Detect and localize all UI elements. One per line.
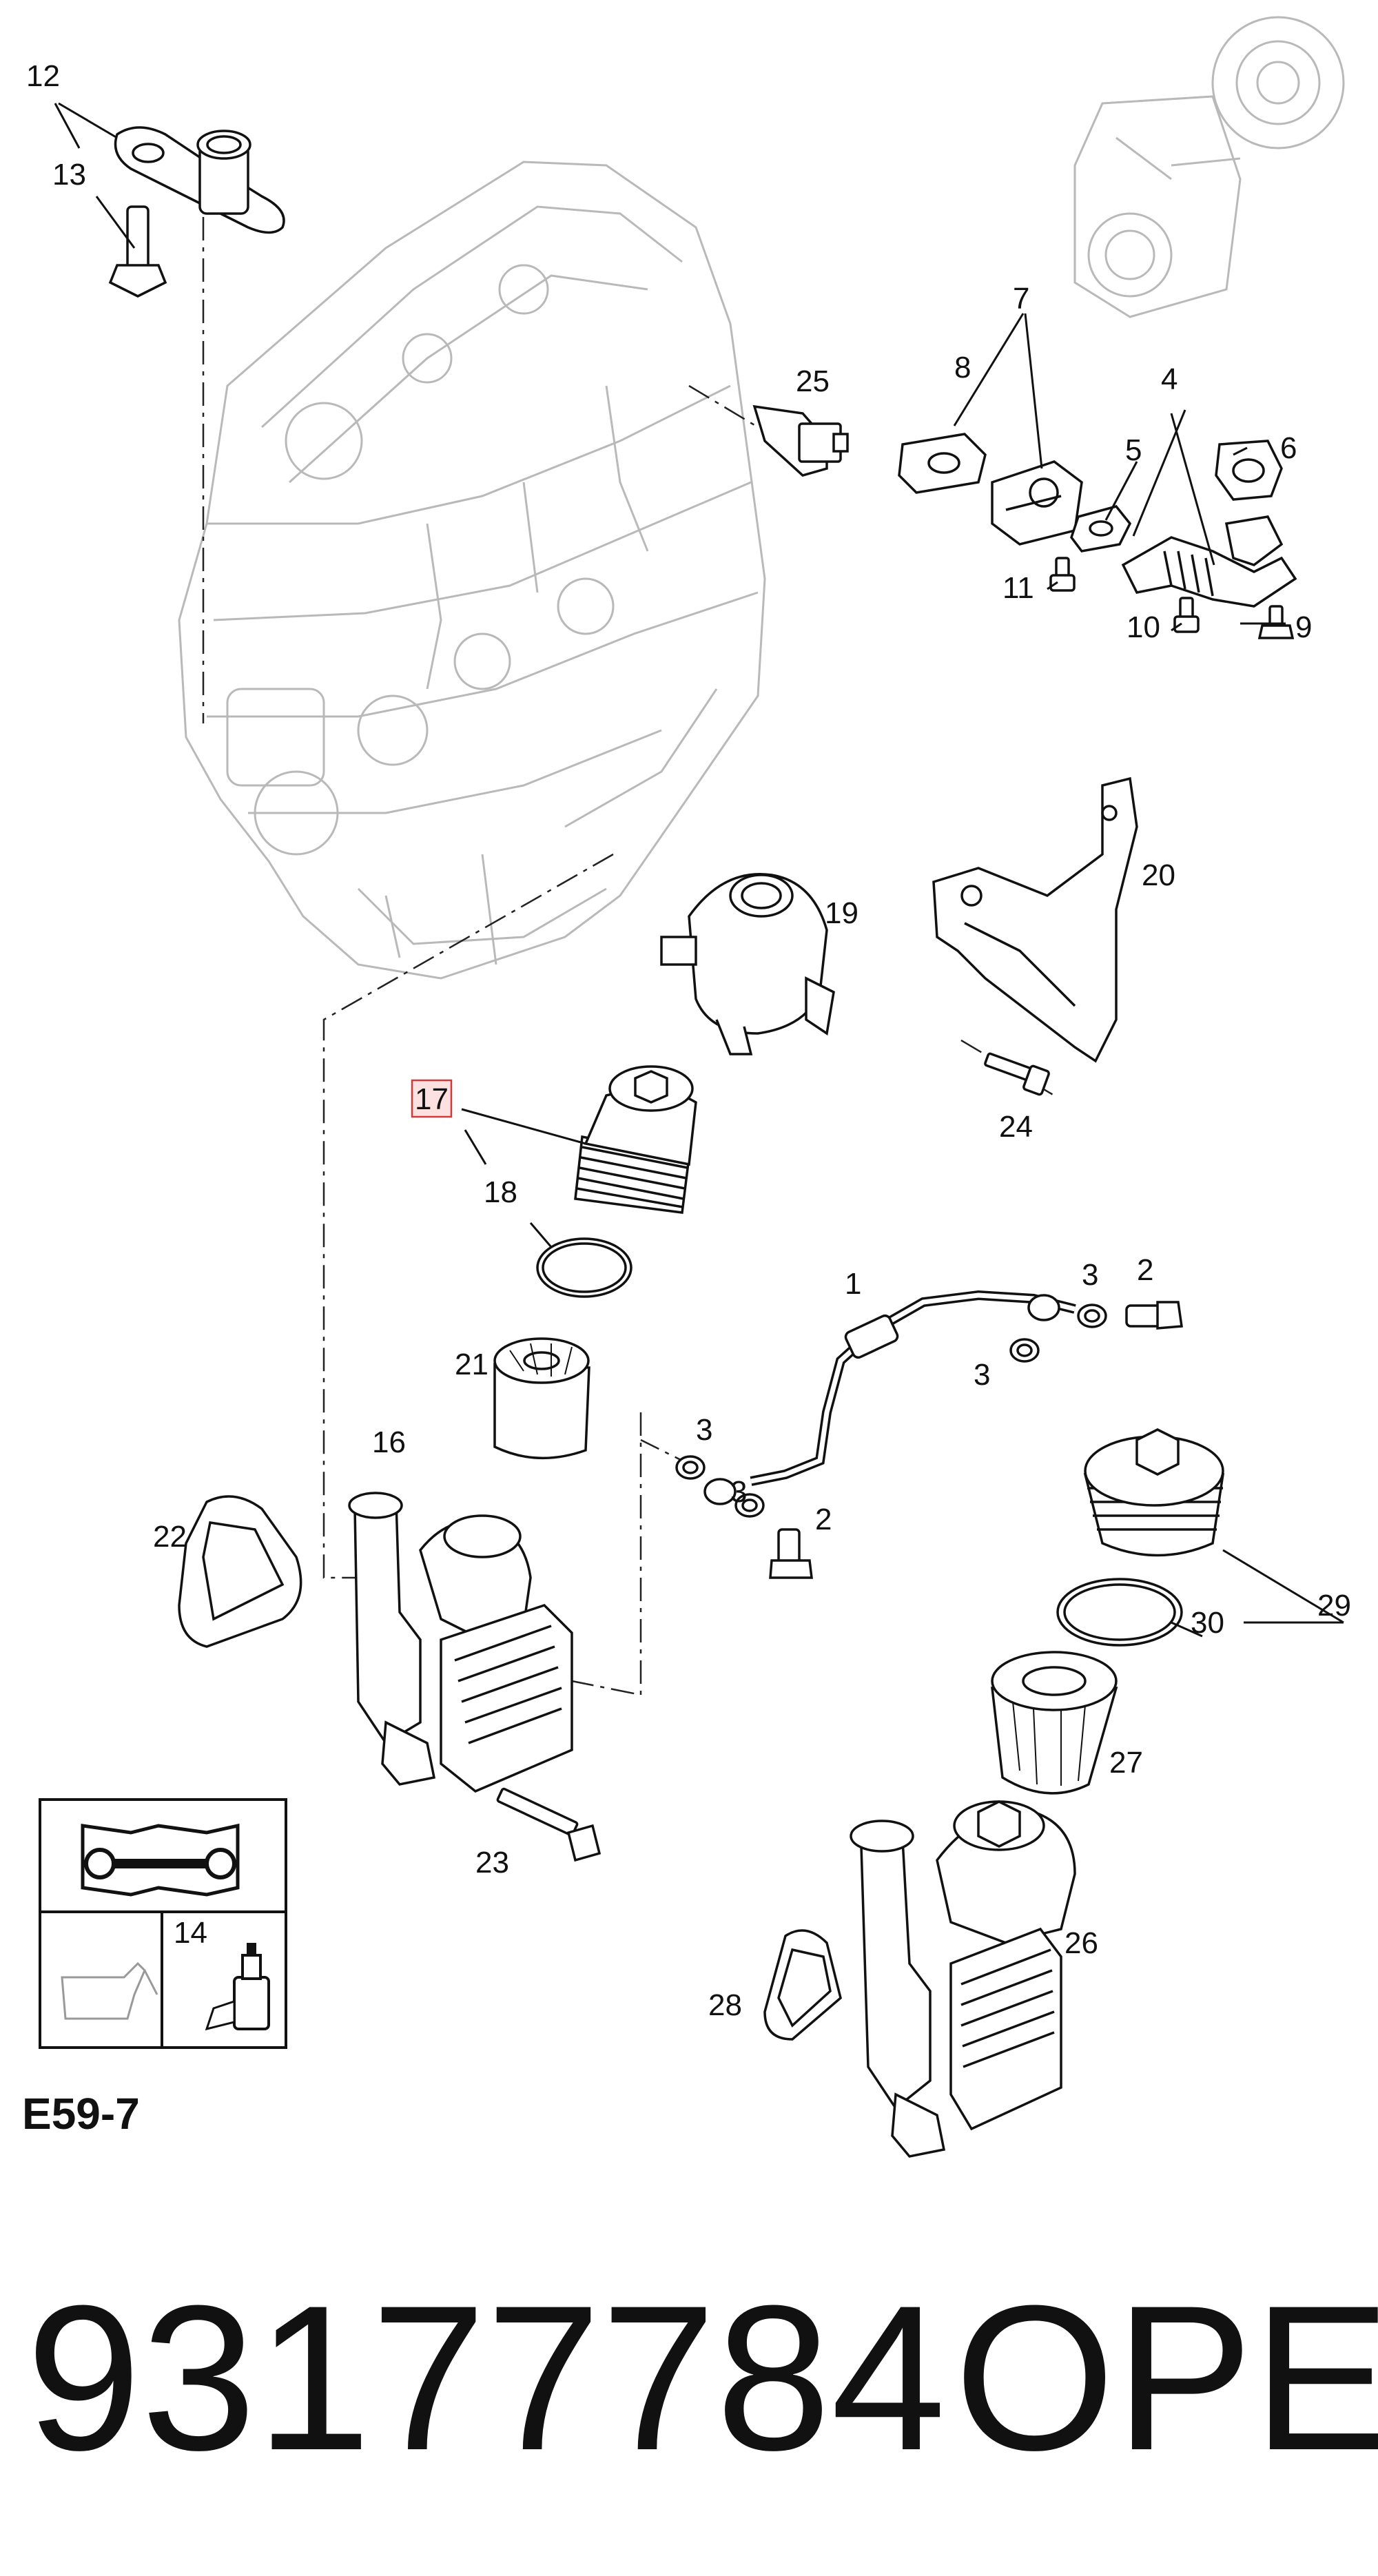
part-5-gasket [1070,505,1132,553]
callout-4: 4 [1161,362,1178,396]
part-4-pipe [1121,515,1297,608]
callout-3c: 3 [696,1413,712,1447]
part-8-gasket [898,433,987,494]
callout-3a: 3 [1082,1258,1098,1292]
oil-can-icon [61,1961,158,2020]
callout-2b: 2 [815,1503,832,1536]
callout-5: 5 [1125,433,1142,467]
callout-23: 23 [475,1846,509,1879]
legend-consumable-number: 14 [174,1916,207,1950]
callout-30: 30 [1191,1606,1224,1640]
part-20-bracket [932,776,1138,1063]
callout-20: 20 [1142,858,1175,892]
callout-10: 10 [1127,610,1160,644]
part-19-expansion-tank [660,873,835,1055]
callout-18: 18 [484,1175,517,1209]
part-number: 93177784 [26,2262,946,2493]
brand-name: OPEL [954,2262,1378,2493]
engine-block [178,161,766,980]
callout-21: 21 [455,1348,489,1381]
callout-3d: 3 [730,1475,747,1509]
part-11-bolt [1049,557,1076,592]
part-21-filter-element [493,1337,590,1460]
callout-19: 19 [825,896,858,930]
diagram-code: E59-7 [22,2089,140,2139]
part-22-gasket [178,1495,302,1648]
callout-2a: 2 [1137,1253,1153,1287]
turbocharger [1073,16,1345,318]
part-26-housing-assembly [850,1800,1076,2158]
part-6-gasket [1215,440,1283,501]
callout-25: 25 [796,364,830,398]
manual-wrench-icon [81,1823,240,1897]
callout-27: 27 [1109,1746,1143,1780]
callout-6: 6 [1280,431,1297,465]
part-27-filter-element [991,1651,1118,1795]
part-29-filter-cap [1083,1428,1225,1557]
callout-24: 24 [999,1110,1033,1144]
callout-12: 12 [26,59,60,93]
part-24-bolt [984,1052,1050,1096]
part-18-o-ring [536,1237,633,1298]
callout-16: 16 [372,1425,406,1459]
callout-13: 13 [52,158,86,192]
part-23-bolt [496,1787,601,1862]
part-16-filter-housing [348,1492,573,1793]
callout-11: 11 [1002,571,1034,605]
leader-lines [54,102,1344,1638]
callout-22: 22 [153,1520,187,1554]
part-9-bolt [1257,605,1295,639]
part-13-bolt [108,205,167,298]
callout-3b: 3 [974,1358,990,1392]
callout-1: 1 [845,1267,861,1301]
part-30-o-ring [1056,1578,1183,1647]
part-7-flange [991,460,1083,546]
sealant-tube-icon [205,1943,270,2031]
callout-28: 28 [708,1988,742,2022]
callout-8: 8 [954,351,971,384]
callout-29: 29 [1317,1589,1351,1622]
part-10-bolt [1173,597,1200,633]
part-3-washers [675,1304,1107,1518]
part-1-oil-pipe [703,1290,1076,1505]
callout-7: 7 [1013,282,1029,316]
part-17-oil-filter-cap [574,1065,697,1214]
part-12-bracket [114,126,285,234]
part-2-banjo-bolts [769,1301,1183,1579]
callout-labels: 12 13 7 8 25 4 5 6 11 10 9 19 20 24 17 1… [26,59,1351,2022]
callout-17: 17 [415,1082,449,1116]
callout-26: 26 [1065,1926,1098,1960]
part-28-gasket [763,1929,842,2041]
callout-9: 9 [1295,610,1312,644]
part-25-sensor [752,404,849,477]
highlight-box-17 [411,1079,453,1118]
